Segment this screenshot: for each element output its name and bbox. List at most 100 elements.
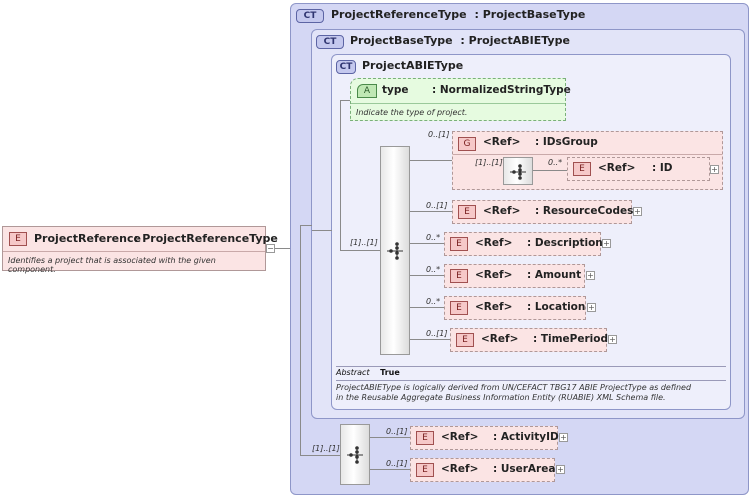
element-resourcecodes[interactable]: E <Ref> : ResourceCodes [452,200,634,224]
group-child-id[interactable]: E <Ref> : ID [567,157,710,181]
group-child-cardinality: 0..* [548,158,563,167]
group-idsgroup[interactable]: G <Ref> : IDsGroup [1]..[1] 0..* E <Ref>… [452,131,723,190]
element-name: : ResourceCodes [535,205,634,217]
element-location[interactable]: E <Ref> : Location [444,296,586,320]
connector [410,307,444,308]
group-sequence[interactable] [503,157,533,185]
abstract-value: True [380,368,400,377]
root-element-box[interactable]: E ProjectReference : ProjectReferenceTyp… [2,226,278,274]
element-ref: <Ref> [475,237,513,249]
group-badge: G [458,137,476,151]
element-ref: <Ref> [475,301,513,313]
expand-id-button[interactable]: + [710,165,719,174]
element-userarea[interactable]: E <Ref> : UserArea [410,458,555,482]
group-cardinality: 0..[1] [428,130,450,139]
outer-seq-cardinality: [1]..[1] [312,444,340,453]
connector [340,100,350,101]
cardinality-userarea: 0..[1] [386,459,408,468]
complex-type-badge: CT [296,9,324,23]
element-ref: <Ref> [441,431,479,443]
group-divider [453,154,722,155]
connector [340,100,341,250]
element-amount[interactable]: E <Ref> : Amount [444,264,585,288]
type-name: ProjectReferenceType [331,8,467,21]
cardinality-activityid: 0..[1] [386,427,408,436]
element-badge: E [9,232,27,246]
cardinality-location: 0..* [426,297,441,306]
element-name: : ActivityID [493,431,559,443]
group-name: : IDsGroup [535,136,598,148]
group-ref: <Ref> [483,136,521,148]
element-badge: E [450,269,468,283]
element-name: : ID [652,162,673,174]
expand-userarea-button[interactable]: + [556,465,565,474]
attribute-type-name: : NormalizedStringType [432,84,571,96]
element-activityid[interactable]: E <Ref> : ActivityID [410,426,559,450]
complex-type-title: ProjectBaseType : ProjectABIEType [350,34,570,47]
element-ref: <Ref> [441,463,479,475]
attribute-name: type [382,84,409,96]
inner-type-doc-2: in the Reusable Aggregate Business Infor… [336,393,666,402]
doc-divider [336,380,726,381]
inner-type-doc-1: ProjectABIEType is logically derived fro… [336,383,692,392]
outer-sequence[interactable] [340,424,370,485]
connector [370,469,410,470]
connector [410,275,444,276]
root-divider [3,251,265,252]
complex-type-title: ProjectReferenceType : ProjectBaseType [331,8,585,21]
expand-amount-button[interactable]: + [586,271,595,280]
cardinality-timeperiod: 0..[1] [426,329,448,338]
complex-type-title: ProjectABIEType [362,59,464,72]
element-badge: E [573,162,591,176]
type-base: : ProjectABIEType [460,34,570,47]
cardinality-resourcecodes: 0..[1] [426,201,448,210]
element-badge: E [416,431,434,445]
connector [410,339,450,340]
connector [370,437,410,438]
element-badge: E [450,237,468,251]
complex-type-badge: CT [336,60,356,74]
element-ref: <Ref> [475,269,513,281]
connector [300,225,301,455]
element-timeperiod[interactable]: E <Ref> : TimePeriod [450,328,609,352]
element-ref: <Ref> [481,333,519,345]
element-name: : Location [527,301,586,313]
complex-type-badge: CT [316,35,344,49]
root-element-doc: Identifies a project that is associated … [8,256,216,274]
connector [533,170,567,171]
connector [410,160,452,161]
sequence-icon [347,446,363,464]
element-description[interactable]: E <Ref> : Description [444,232,603,256]
abstract-label: Abstract [336,368,370,377]
collapse-root-button[interactable]: − [266,244,275,253]
root-element-type: : ProjectReferenceType [134,232,278,245]
type-name: ProjectBaseType [350,34,453,47]
inner-seq-cardinality: [1]..[1] [350,238,378,247]
inner-sequence[interactable] [380,146,410,355]
expand-description-button[interactable]: + [602,239,611,248]
expand-timeperiod-button[interactable]: + [608,335,617,344]
expand-resourcecodes-button[interactable]: + [633,207,642,216]
connector [410,243,444,244]
attribute-badge: A [357,84,377,98]
sequence-icon [510,164,526,180]
sequence-icon [387,242,403,260]
expand-location-button[interactable]: + [587,303,596,312]
attribute-divider [351,103,565,104]
connector [312,230,332,231]
element-ref: <Ref> [598,162,636,174]
expand-activityid-button[interactable]: + [559,433,568,442]
element-ref: <Ref> [483,205,521,217]
element-name: : TimePeriod [533,333,609,345]
root-element-name: ProjectReference [34,232,141,245]
element-badge: E [458,205,476,219]
element-name: : UserArea [493,463,556,475]
element-badge: E [416,463,434,477]
element-badge: E [450,301,468,315]
cardinality-description: 0..* [426,233,441,242]
group-seq-cardinality: [1]..[1] [475,158,503,167]
connector [340,250,380,251]
type-base: : ProjectBaseType [474,8,586,21]
connector [410,211,452,212]
attribute-type[interactable]: A type : NormalizedStringType Indicate t… [350,78,571,121]
